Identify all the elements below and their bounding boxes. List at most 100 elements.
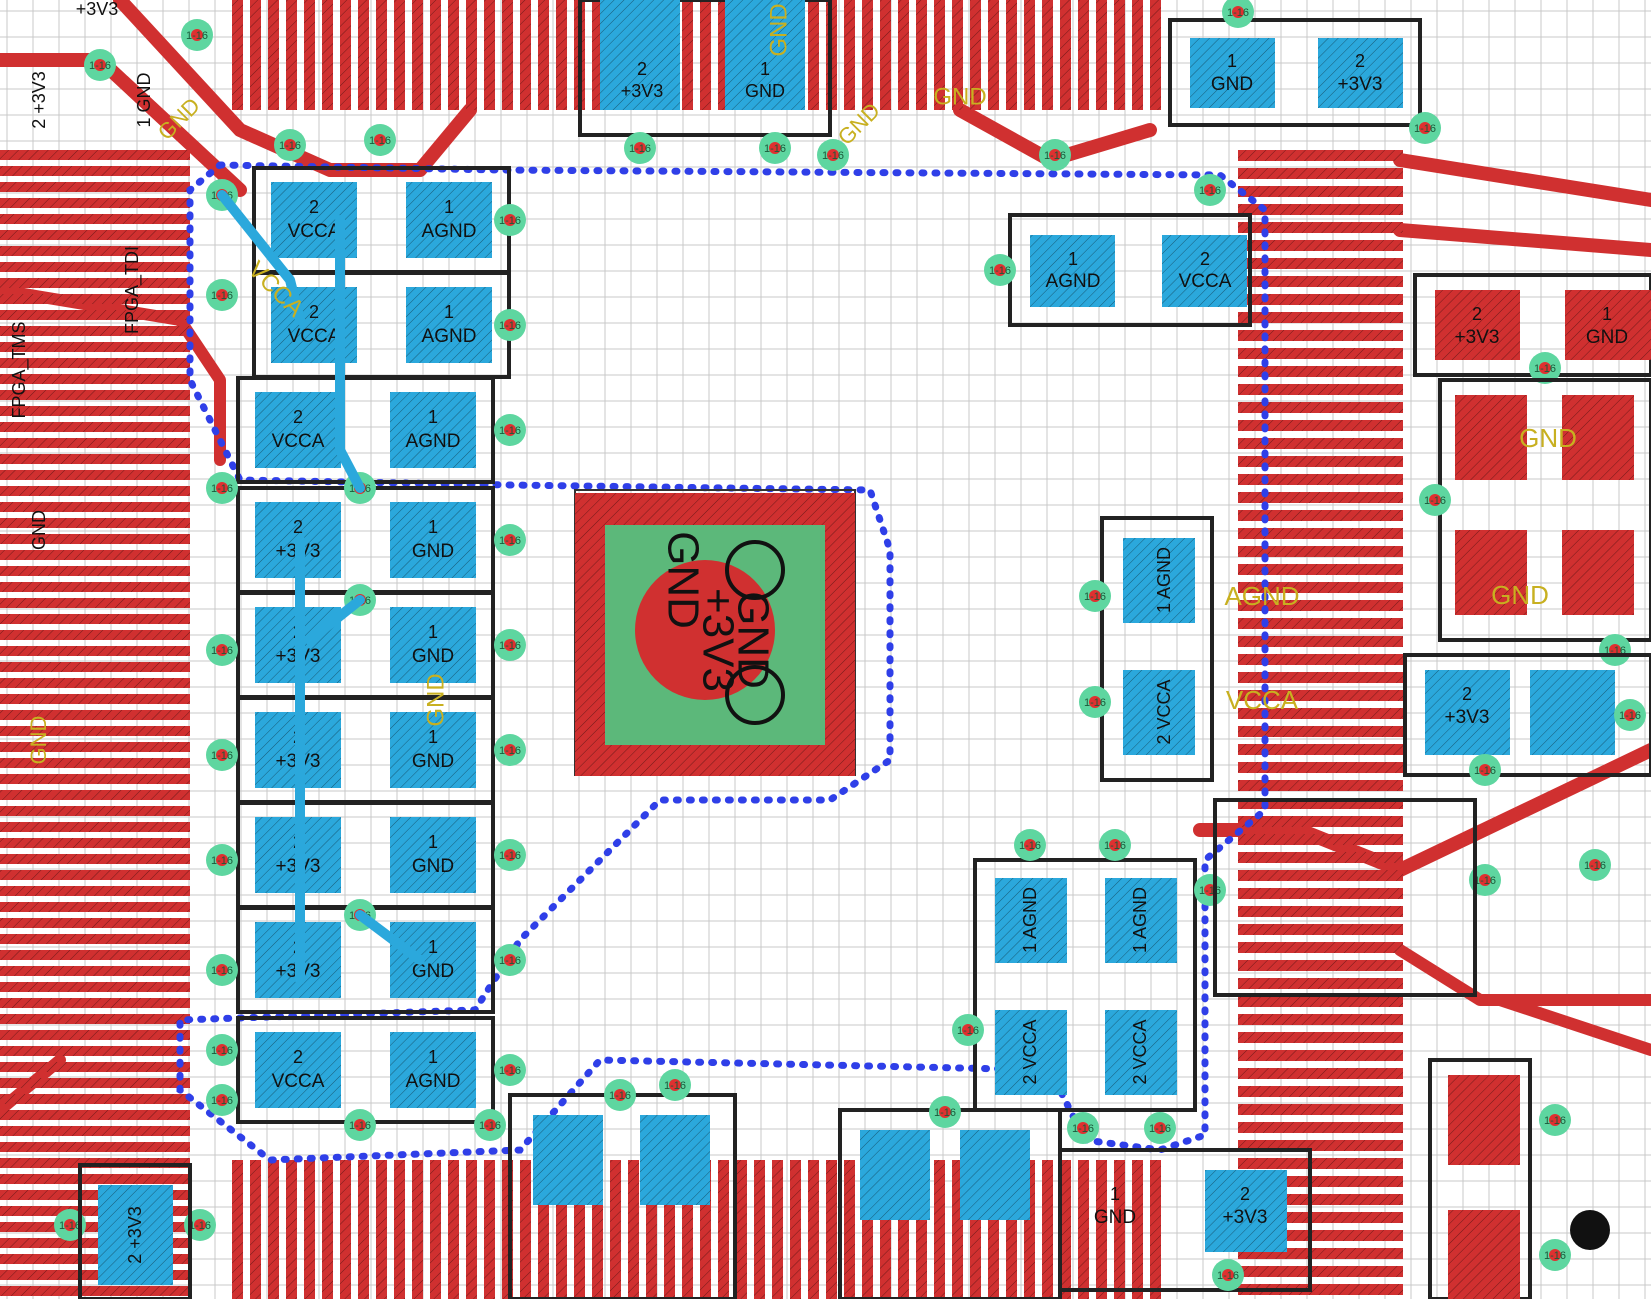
via-hole — [504, 534, 516, 546]
pad-net-label: VCCA — [288, 221, 341, 242]
via-label: 1-16 — [499, 640, 521, 652]
pad-number: 2 — [293, 1047, 303, 1067]
via-hole — [354, 1119, 366, 1131]
pad-number: 1 — [444, 302, 454, 322]
silkscreen-outline — [1168, 18, 1422, 127]
trace-top[interactable] — [1494, 994, 1651, 1056]
via-label: 1-16 — [211, 1045, 233, 1057]
via-hole — [669, 1079, 681, 1091]
via-hole — [1232, 6, 1244, 18]
via-hole — [64, 1219, 76, 1231]
via-label: 1-16 — [1044, 150, 1066, 162]
trace-bottom[interactable] — [305, 595, 365, 645]
pad-number: 1 — [428, 832, 438, 852]
trace-bottom[interactable] — [355, 910, 425, 965]
via-hole — [939, 1106, 951, 1118]
via-hole — [1222, 1269, 1234, 1281]
pad-net-label: GND — [29, 510, 49, 550]
net-label: GND — [422, 673, 449, 726]
pad-number: 2 — [293, 517, 303, 537]
via-label: 1-16 — [1474, 765, 1496, 777]
pad-net-label: +3V3 — [1445, 707, 1490, 728]
via-hole — [1549, 1114, 1561, 1126]
via-hole — [504, 319, 516, 331]
via-hole — [194, 1219, 206, 1231]
via-hole — [1154, 1122, 1166, 1134]
pad-net-label: GND — [412, 541, 454, 562]
pad-net-label: GND — [412, 646, 454, 667]
signal-label: FPGA_TMS — [9, 321, 30, 418]
copper-zone-outline[interactable] — [176, 161, 1269, 1164]
via-hole — [504, 214, 516, 226]
via-label: 1-16 — [211, 855, 233, 867]
pad-net-label: +3V3 — [76, 0, 119, 19]
pad-number: 1 — [1602, 304, 1612, 324]
via-hole — [504, 424, 516, 436]
via-label: 1-16 — [1619, 710, 1641, 722]
trace-top[interactable] — [0, 284, 226, 466]
via-hole — [216, 644, 228, 656]
via-label: 1-16 — [186, 30, 208, 42]
trace-top[interactable] — [1393, 223, 1651, 257]
via-label: 1-16 — [499, 850, 521, 862]
via-label: 1-16 — [211, 1095, 233, 1107]
pad-net-label: 1 AGND — [1020, 887, 1040, 953]
via-label: 1-16 — [1474, 875, 1496, 887]
via-label: 1-16 — [1424, 495, 1446, 507]
pin1-marker — [1570, 1210, 1610, 1250]
via-label: 1-16 — [211, 645, 233, 657]
via-hole — [504, 954, 516, 966]
via-hole — [1549, 1249, 1561, 1261]
pad-number: 2 — [637, 59, 647, 79]
trace-top[interactable] — [1393, 153, 1651, 207]
pad-net-label: 2 VCCA — [1020, 1019, 1040, 1084]
via-hole — [962, 1024, 974, 1036]
pad-net-label: AGND — [406, 1071, 461, 1092]
pad-net-label: GND — [745, 81, 785, 101]
silkscreen-outline — [1403, 653, 1651, 777]
via-hole — [504, 849, 516, 861]
via-label: 1-16 — [957, 1025, 979, 1037]
pad-net-label: AGND — [422, 326, 477, 347]
via-label: 1-16 — [211, 750, 233, 762]
trace-top[interactable] — [1394, 944, 1651, 1006]
silk-mark — [725, 665, 785, 725]
trace-top[interactable] — [1193, 743, 1651, 877]
via-label: 1-16 — [1199, 885, 1221, 897]
via-label: 1-16 — [89, 60, 111, 72]
via-label: 1-16 — [499, 955, 521, 967]
pad-number: 1 — [1068, 249, 1078, 269]
via-label: 1-16 — [664, 1080, 686, 1092]
net-label: GND — [765, 3, 792, 56]
via-hole — [216, 1044, 228, 1056]
via-label: 1-16 — [479, 1120, 501, 1132]
pad-net-label: +3V3 — [1223, 1207, 1268, 1228]
via-label: 1-16 — [989, 265, 1011, 277]
via-label: 1-16 — [609, 1090, 631, 1102]
via-hole — [1429, 494, 1441, 506]
via-label: 1-16 — [1084, 591, 1106, 603]
pad-number: 1 — [1227, 51, 1237, 71]
via-hole — [1624, 709, 1636, 721]
via-hole — [216, 854, 228, 866]
trace-bottom[interactable] — [217, 190, 305, 325]
via-hole — [1049, 149, 1061, 161]
via-label: 1-16 — [499, 425, 521, 437]
silkscreen-outline — [1058, 1148, 1312, 1292]
pad-number: 2 — [1200, 249, 1210, 269]
via-label: 1-16 — [499, 745, 521, 757]
via-label: 1-16 — [1544, 1250, 1566, 1262]
via-label: 1-16 — [934, 1107, 956, 1119]
via-label: 1-16 — [1584, 860, 1606, 872]
trace-bottom[interactable] — [335, 215, 365, 493]
via-label: 1-16 — [59, 1220, 81, 1232]
pad-number: 1 — [428, 622, 438, 642]
pad-net-label: 2 +3V3 — [29, 71, 49, 129]
pad-net-label: GND — [412, 751, 454, 772]
via-label: 1-16 — [211, 290, 233, 302]
pad-net-label: VCCA — [288, 326, 341, 347]
via-label: 1-16 — [1104, 840, 1126, 852]
via-label: 1-16 — [189, 1220, 211, 1232]
